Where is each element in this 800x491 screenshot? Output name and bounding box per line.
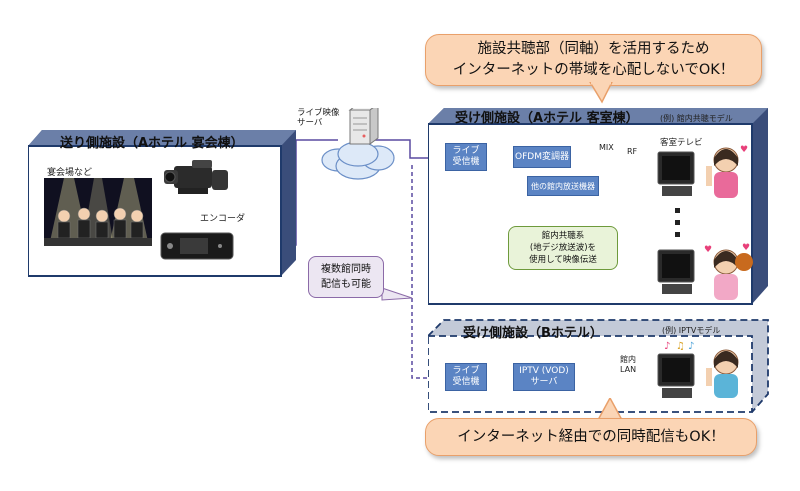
viewer-icon-3 (706, 349, 739, 398)
multi-note-line1: 複数館同時 (321, 264, 371, 275)
banquet-stage-image (44, 178, 152, 246)
receiver-b-live-receiver-text: ライブ 受信機 (452, 366, 480, 387)
tv-icon-1 (657, 151, 695, 196)
other-device-text: 他の館内放送機器 (531, 181, 595, 191)
viewer-icon-2: ♥ ♥ (704, 243, 753, 300)
venue-label: 宴会場など (47, 168, 93, 178)
svg-text:♪: ♪ (664, 341, 670, 352)
receiver-a-title: 受け側施設（Aホテル 客室棟） (455, 111, 639, 126)
coax-note-text: 館内共聴系 (地デジ放送波)を 使用して映像伝送 (529, 231, 597, 265)
bottom-callout: インターネット経由での同時配信もOK！ (425, 418, 757, 456)
svg-text:♥: ♥ (742, 243, 750, 253)
sender-title: 送り側施設（Aホテル 宴会棟） (60, 136, 244, 151)
link-server-receiver-a (375, 139, 438, 159)
ofdm-text: OFDM変調器 (515, 151, 569, 162)
receiver-a-live-receiver-text: ライブ 受信機 (452, 146, 480, 167)
bottom-callout-text: インターネット経由での同時配信もOK！ (457, 429, 725, 445)
video-camera-icon (164, 160, 228, 194)
cloud-server-icon (321, 108, 395, 180)
svg-text:♥: ♥ (740, 145, 748, 155)
rf-label: RF (627, 147, 638, 156)
encoder-label: エンコーダ (200, 214, 246, 224)
receiver-a-live-receiver: ライブ 受信機 (445, 143, 487, 171)
ofdm-modulator: OFDM変調器 (513, 146, 571, 168)
mix-label: MIX (599, 143, 614, 152)
top-callout: 施設共聴部（同軸）を活用するため インターネットの帯域を心配しないでOK！ (425, 34, 762, 86)
receiver-b-title: 受け側施設（Bホテル） (463, 326, 603, 341)
tv-icon-3 (657, 353, 695, 398)
svg-text:♥: ♥ (704, 245, 712, 255)
lan-label: 館内 LAN (620, 355, 637, 374)
music-notes-icon: ♪ ♫ ♪ (664, 341, 694, 352)
multi-note-line2: 配信も可能 (321, 279, 371, 290)
coax-note: 館内共聴系 (地デジ放送波)を 使用して映像伝送 (508, 226, 618, 270)
top-callout-line2: インターネットの帯域を心配しないでOK！ (452, 62, 735, 78)
top-callout-tail (589, 82, 613, 104)
server-label-line2: サーバ (297, 118, 323, 128)
top-callout-line1: 施設共聴部（同軸）を活用するため (477, 41, 710, 57)
tv-icon-2 (657, 249, 695, 294)
receiver-b-model: (例) IPTVモデル (662, 326, 721, 335)
ellipsis-dots (675, 208, 680, 237)
server-label: ライブ映像 サーバ (297, 108, 340, 128)
receiver-a-model: (例) 館内共聴モデル (660, 114, 733, 123)
link-server-receiver-b (411, 165, 438, 379)
other-broadcast-device: 他の館内放送機器 (527, 176, 599, 196)
svg-text:♪: ♪ (688, 341, 694, 352)
iptv-server-text: IPTV (VOD) サーバ (519, 366, 569, 387)
svg-text:♫: ♫ (676, 341, 685, 352)
iptv-server: IPTV (VOD) サーバ (513, 363, 575, 391)
sender-box-3d (28, 130, 296, 277)
viewer-icon-1: ♥ (706, 145, 748, 198)
receiver-b-live-receiver: ライブ 受信機 (445, 363, 487, 391)
server-label-line1: ライブ映像 (297, 108, 340, 118)
multi-delivery-note: 複数館同時 配信も可能 (308, 256, 384, 298)
tv-label: 客室テレビ (660, 138, 703, 148)
encoder-device-icon (160, 232, 234, 260)
